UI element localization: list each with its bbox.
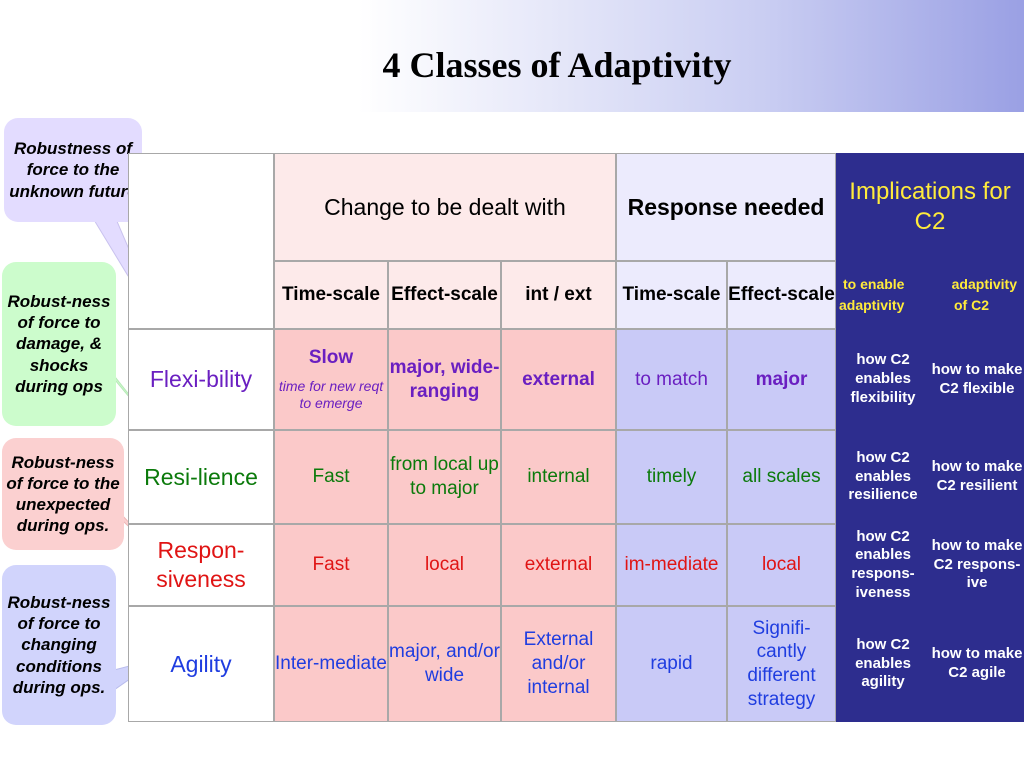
cell-resp-imp1: how C2 enables respons-iveness	[836, 524, 930, 606]
row-label-agility: Agility	[128, 606, 274, 722]
to-enable-label: to enable	[843, 275, 905, 292]
header-change: Change to be dealt with	[274, 153, 616, 261]
cell-res-response-timescale: timely	[616, 430, 727, 524]
cell-resp-timescale: Fast	[274, 524, 388, 606]
cell-resp-response-effectscale: local	[727, 524, 836, 606]
cell-res-intext: internal	[501, 430, 616, 524]
row-label-flexibility: Flexi-bility	[128, 329, 274, 430]
cell-agi-response-effectscale: Signifi-cantly different strategy	[727, 606, 836, 722]
callout-changing-conditions: Robust-ness of force to changing conditi…	[2, 565, 116, 725]
callout-damage-shocks: Robust-ness of force to damage, & shocks…	[2, 262, 116, 426]
cell-agi-effectscale: major, and/or wide	[388, 606, 501, 722]
cell-flex-response-effectscale: major	[727, 329, 836, 430]
cell-resp-response-timescale: im-mediate	[616, 524, 727, 606]
title-band	[0, 0, 1024, 112]
of-c2-label: of C2	[954, 297, 989, 313]
table-corner	[128, 153, 274, 329]
cell-res-effectscale: from local up to major	[388, 430, 501, 524]
cell-agi-imp1: how C2 enables agility	[836, 606, 930, 722]
cell-agi-imp2: how to make C2 agile	[930, 606, 1024, 722]
row-label-responsiveness: Respon-siveness	[128, 524, 274, 606]
header-implications: Implications for C2	[836, 153, 1024, 261]
cell-res-timescale: Fast	[274, 430, 388, 524]
cell-agi-intext: External and/or internal	[501, 606, 616, 722]
callout-unexpected: Robust-ness of force to the unexpected d…	[2, 438, 124, 550]
cell-flex-imp2: how to make C2 flexible	[930, 329, 1024, 430]
cell-resp-imp2: how to make C2 respons-ive	[930, 524, 1024, 606]
subheader-effectscale-change: Effect-scale	[388, 261, 501, 329]
subheader-effectscale-response: Effect-scale	[727, 261, 836, 329]
cell-res-imp2: how to make C2 resilient	[930, 430, 1024, 524]
cell-flex-intext: external	[501, 329, 616, 430]
flex-timescale-note: time for new reqt to emerge	[278, 377, 384, 412]
cell-res-imp1: how C2 enables resilience	[836, 430, 930, 524]
cell-flex-effectscale: major, wide-ranging	[388, 329, 501, 430]
adaptivity-label-a: adaptivity	[951, 275, 1017, 292]
cell-resp-effectscale: local	[388, 524, 501, 606]
header-response: Response needed	[616, 153, 836, 261]
adaptivity-label-b: adaptivity	[839, 297, 905, 313]
cell-res-response-effectscale: all scales	[727, 430, 836, 524]
subheader-timescale-change: Time-scale	[274, 261, 388, 329]
flex-timescale-value: Slow	[308, 347, 354, 369]
page-title: 4 Classes of Adaptivity	[382, 45, 732, 85]
cell-agi-response-timescale: rapid	[616, 606, 727, 722]
cell-agi-timescale: Inter-mediate	[274, 606, 388, 722]
cell-flex-response-timescale: to match	[616, 329, 727, 430]
subheader-implications: to enable adaptivity adaptivity of C2	[836, 261, 1024, 329]
subheader-timescale-response: Time-scale	[616, 261, 727, 329]
cell-flex-imp1: how C2 enables flexibility	[836, 329, 930, 430]
subheader-intext: int / ext	[501, 261, 616, 329]
callout-unknown-future: Robustness of force to the unknown futur…	[4, 118, 142, 222]
cell-flex-timescale: Slow time for new reqt to emerge	[274, 329, 388, 430]
row-label-resilience: Resi-lience	[128, 430, 274, 524]
cell-resp-intext: external	[501, 524, 616, 606]
